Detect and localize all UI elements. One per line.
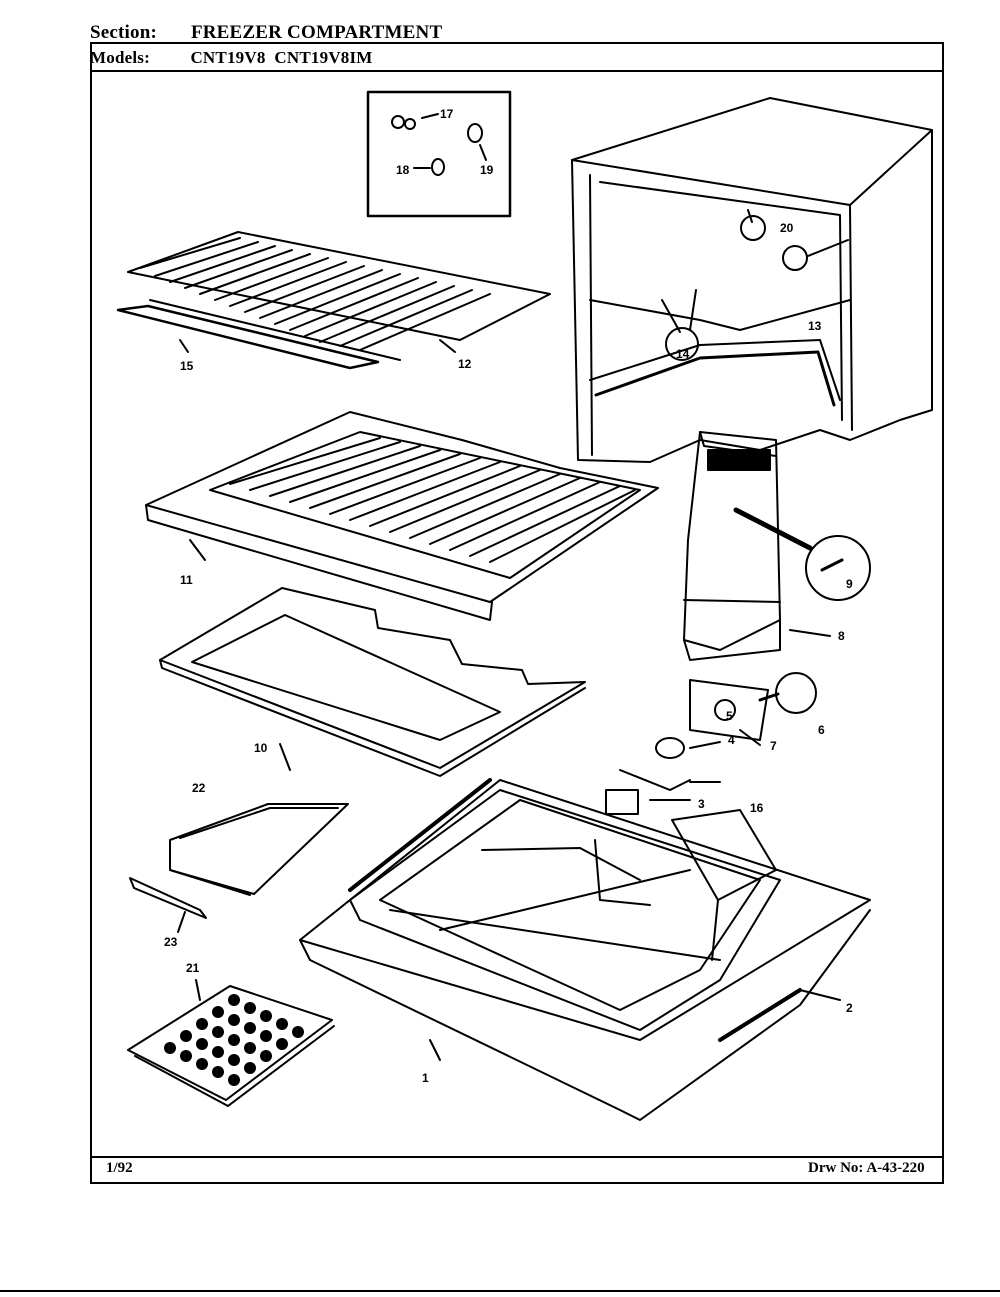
callout-1: 1	[422, 1071, 429, 1085]
callout-16: 16	[750, 801, 764, 815]
callout-14: 14	[676, 347, 690, 361]
section-header: Section: FREEZER COMPARTMENT	[90, 22, 442, 44]
cabinet-corner	[571, 97, 933, 463]
callout-15: 15	[180, 359, 194, 373]
wire-shelf	[116, 231, 551, 370]
models-list: CNT19V8 CNT19V8IM	[190, 48, 373, 67]
footer-divider	[90, 1156, 944, 1158]
callout-6: 6	[818, 723, 825, 737]
page-bottom-rule	[0, 1290, 1000, 1292]
callout-20: 20	[780, 221, 794, 235]
callout-19: 19	[480, 163, 494, 177]
drawing-number: Drw No: A-43-220	[808, 1160, 925, 1176]
section-label: Section:	[90, 22, 158, 43]
callout-3: 3	[698, 797, 705, 811]
callout-10: 10	[254, 741, 268, 755]
callout-21: 21	[186, 961, 200, 975]
header-divider	[90, 70, 944, 72]
floor-panel	[159, 587, 586, 777]
freezer-liner	[299, 778, 871, 1121]
revision-date: 1/92	[106, 1160, 133, 1176]
callout-22: 22	[192, 781, 206, 795]
drawing-frame	[90, 42, 944, 1184]
models-header: Models: CNT19V8 CNT19V8IM	[90, 48, 373, 68]
hardware-inset	[366, 90, 512, 218]
callout-17: 17	[440, 107, 454, 121]
callout-4: 4	[728, 733, 735, 747]
callout-13: 13	[808, 319, 822, 333]
freezer-shelf	[145, 411, 659, 621]
callout-23: 23	[164, 935, 178, 949]
section-title: FREEZER COMPARTMENT	[190, 22, 443, 43]
callout-7: 7	[770, 739, 777, 753]
ice-bin	[129, 803, 349, 933]
ice-cube-tray	[127, 979, 335, 1107]
callout-11: 11	[180, 573, 193, 587]
callout-9: 9	[846, 577, 853, 591]
fan-assembly	[605, 672, 817, 815]
callout-2: 2	[846, 1001, 853, 1015]
callout-5: 5	[726, 709, 733, 723]
callout-18: 18	[396, 163, 410, 177]
callout-12: 12	[458, 357, 472, 371]
callout-8: 8	[838, 629, 845, 643]
models-label: Models:	[90, 48, 150, 67]
evaporator-cover	[683, 431, 871, 661]
